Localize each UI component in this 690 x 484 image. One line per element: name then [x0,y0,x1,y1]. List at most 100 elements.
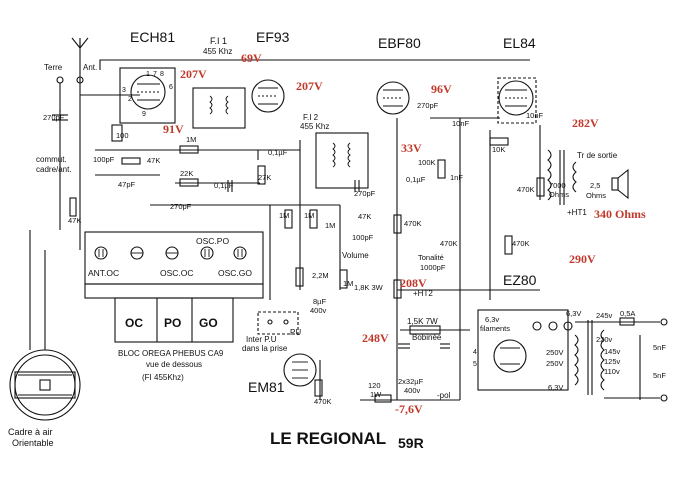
schematic-title: LE REGIONAL [270,429,386,448]
ant-terminal [76,76,84,84]
tube-ebf80 [376,81,410,115]
value-r120: 120 [368,381,381,390]
pin-9: 9 [142,111,146,118]
fuse-label: 0,5A [620,309,635,318]
spk-impedance: 2,5 [590,181,600,190]
value-r120-watt: 1W [370,390,382,399]
bloc-osc-po: OSC.PO [196,236,229,246]
value-r10k: 10K [492,145,505,154]
cadre-label-2: Orientable [12,438,54,448]
tube-ech81 [130,74,166,110]
ech81-shield [119,67,176,124]
value-r1m-4: 1M [325,221,335,230]
tube-name-em81: EM81 [248,379,285,395]
volume-label: Volume [342,251,369,260]
bobinee-label: Bobinée [412,333,442,342]
resistance-340-ohms: 340 Ohms [594,207,646,221]
pin-6: 6 [169,84,173,91]
bloc-name: BLOC OREGA PHEBUS CA9 [118,349,224,358]
value-r47k-2: 47K [68,216,81,225]
tube-name-ech81: ECH81 [130,29,175,45]
pu-socket [257,311,299,335]
pin-1: 1 [146,71,150,78]
tube-name-ebf80: EBF80 [378,35,421,51]
value-c2x32uf-volt: 400v [404,386,421,395]
value-r47k-1: 47K [147,156,160,165]
value-r22k: 22K [180,169,193,178]
value-c47pf: 47pF [118,180,136,189]
ant-label: Ant. [83,63,97,72]
capa-5nf-2: 5nF [653,371,666,380]
tr-sortie-label: Tr de sortie [577,151,618,160]
value-c1000pf: 1000pF [420,263,446,272]
value-r470k-1: 470K [404,219,422,228]
cadre-antenna-icon [9,349,81,421]
value-c100pf-2: 100pF [352,233,374,242]
pin-8: 8 [160,71,164,78]
el84-shield [497,77,537,124]
tube-ez80 [477,309,569,391]
voltage-91v: 91V [163,122,184,136]
voltage-248v: 248V [362,331,389,345]
tube-em81 [283,353,317,387]
value-c270pf-4: 270pF [417,101,439,110]
v250-a: 250V [546,348,564,357]
value-r1m-2: 1M [279,211,289,220]
voltage-282v: 282V [572,116,599,130]
value-c01uf-2: 0,1µF [268,148,288,157]
voltage-290v: 290V [569,252,596,266]
capacitor-270pf-left [52,114,68,121]
filaments-label: filaments [480,324,510,333]
value-pot-1m: 1M [343,279,353,288]
v250-b: 250V [546,359,564,368]
voltage-69v: 69V [241,51,262,65]
value-c01uf-3: 0,1µF [406,175,426,184]
pin-4: 4 [473,349,477,356]
ohms-7000: 7000 [549,181,566,190]
value-c10nf-2: 10nF [526,111,544,120]
fuse [619,317,635,326]
value-c100pf: 100pF [93,155,115,164]
filament-terminals [532,321,573,331]
tube-name-ez80: EZ80 [503,272,537,288]
fi1-freq: 455 Khz [203,47,232,56]
tap-220: 220v [596,335,613,344]
pol-label: -pol [437,391,451,400]
mains-transformer [574,320,605,395]
ohms-7000-unit: Ohms [549,190,569,199]
voltage-207v-a: 207V [180,67,207,81]
pin-7: 7 [153,71,157,78]
value-c10nf-1: 10nF [452,119,470,128]
fi2-label: F.I 2 [303,113,319,122]
tube-name-el84: EL84 [503,35,536,51]
fi1-label: F.I 1 [210,36,227,46]
value-r100: 100 [116,131,129,140]
tonalite-label: Tonalité [418,253,444,262]
value-r1m-1: 1M [186,135,196,144]
schematic-model: 59R [398,435,424,451]
value-r1m-3: 1M [304,211,314,220]
capa-5nf-1: 5nF [653,343,666,352]
fi2-freq: 455 Khz [300,122,329,131]
ht2-label: +HT2 [413,289,433,298]
value-c270pf-3: 270pF [354,189,376,198]
voltage-96v: 96V [431,82,452,96]
band-po: PO [164,316,181,330]
bloc-sockets [94,246,247,260]
pu-label: PU [290,328,301,337]
value-r47k-3: 47K [358,212,371,221]
tube-name-ef93: EF93 [256,29,290,45]
value-c8uf-volt: 400v [310,306,327,315]
voltage-207v-b: 207V [296,79,323,93]
value-c8uf: 8µF [313,297,326,306]
spk-unit: Ohms [586,191,606,200]
value-r18k: 1,8K 3W [354,283,384,292]
fi2-transformer [315,132,369,189]
value-c1nf: 1nF [450,173,463,182]
pin-3: 3 [122,87,126,94]
commut-label-2: cadre/ant. [36,165,72,174]
tube-el84 [498,80,534,116]
v63-bottom: 6,3V [548,383,563,392]
tap-145: 145v [604,347,621,356]
